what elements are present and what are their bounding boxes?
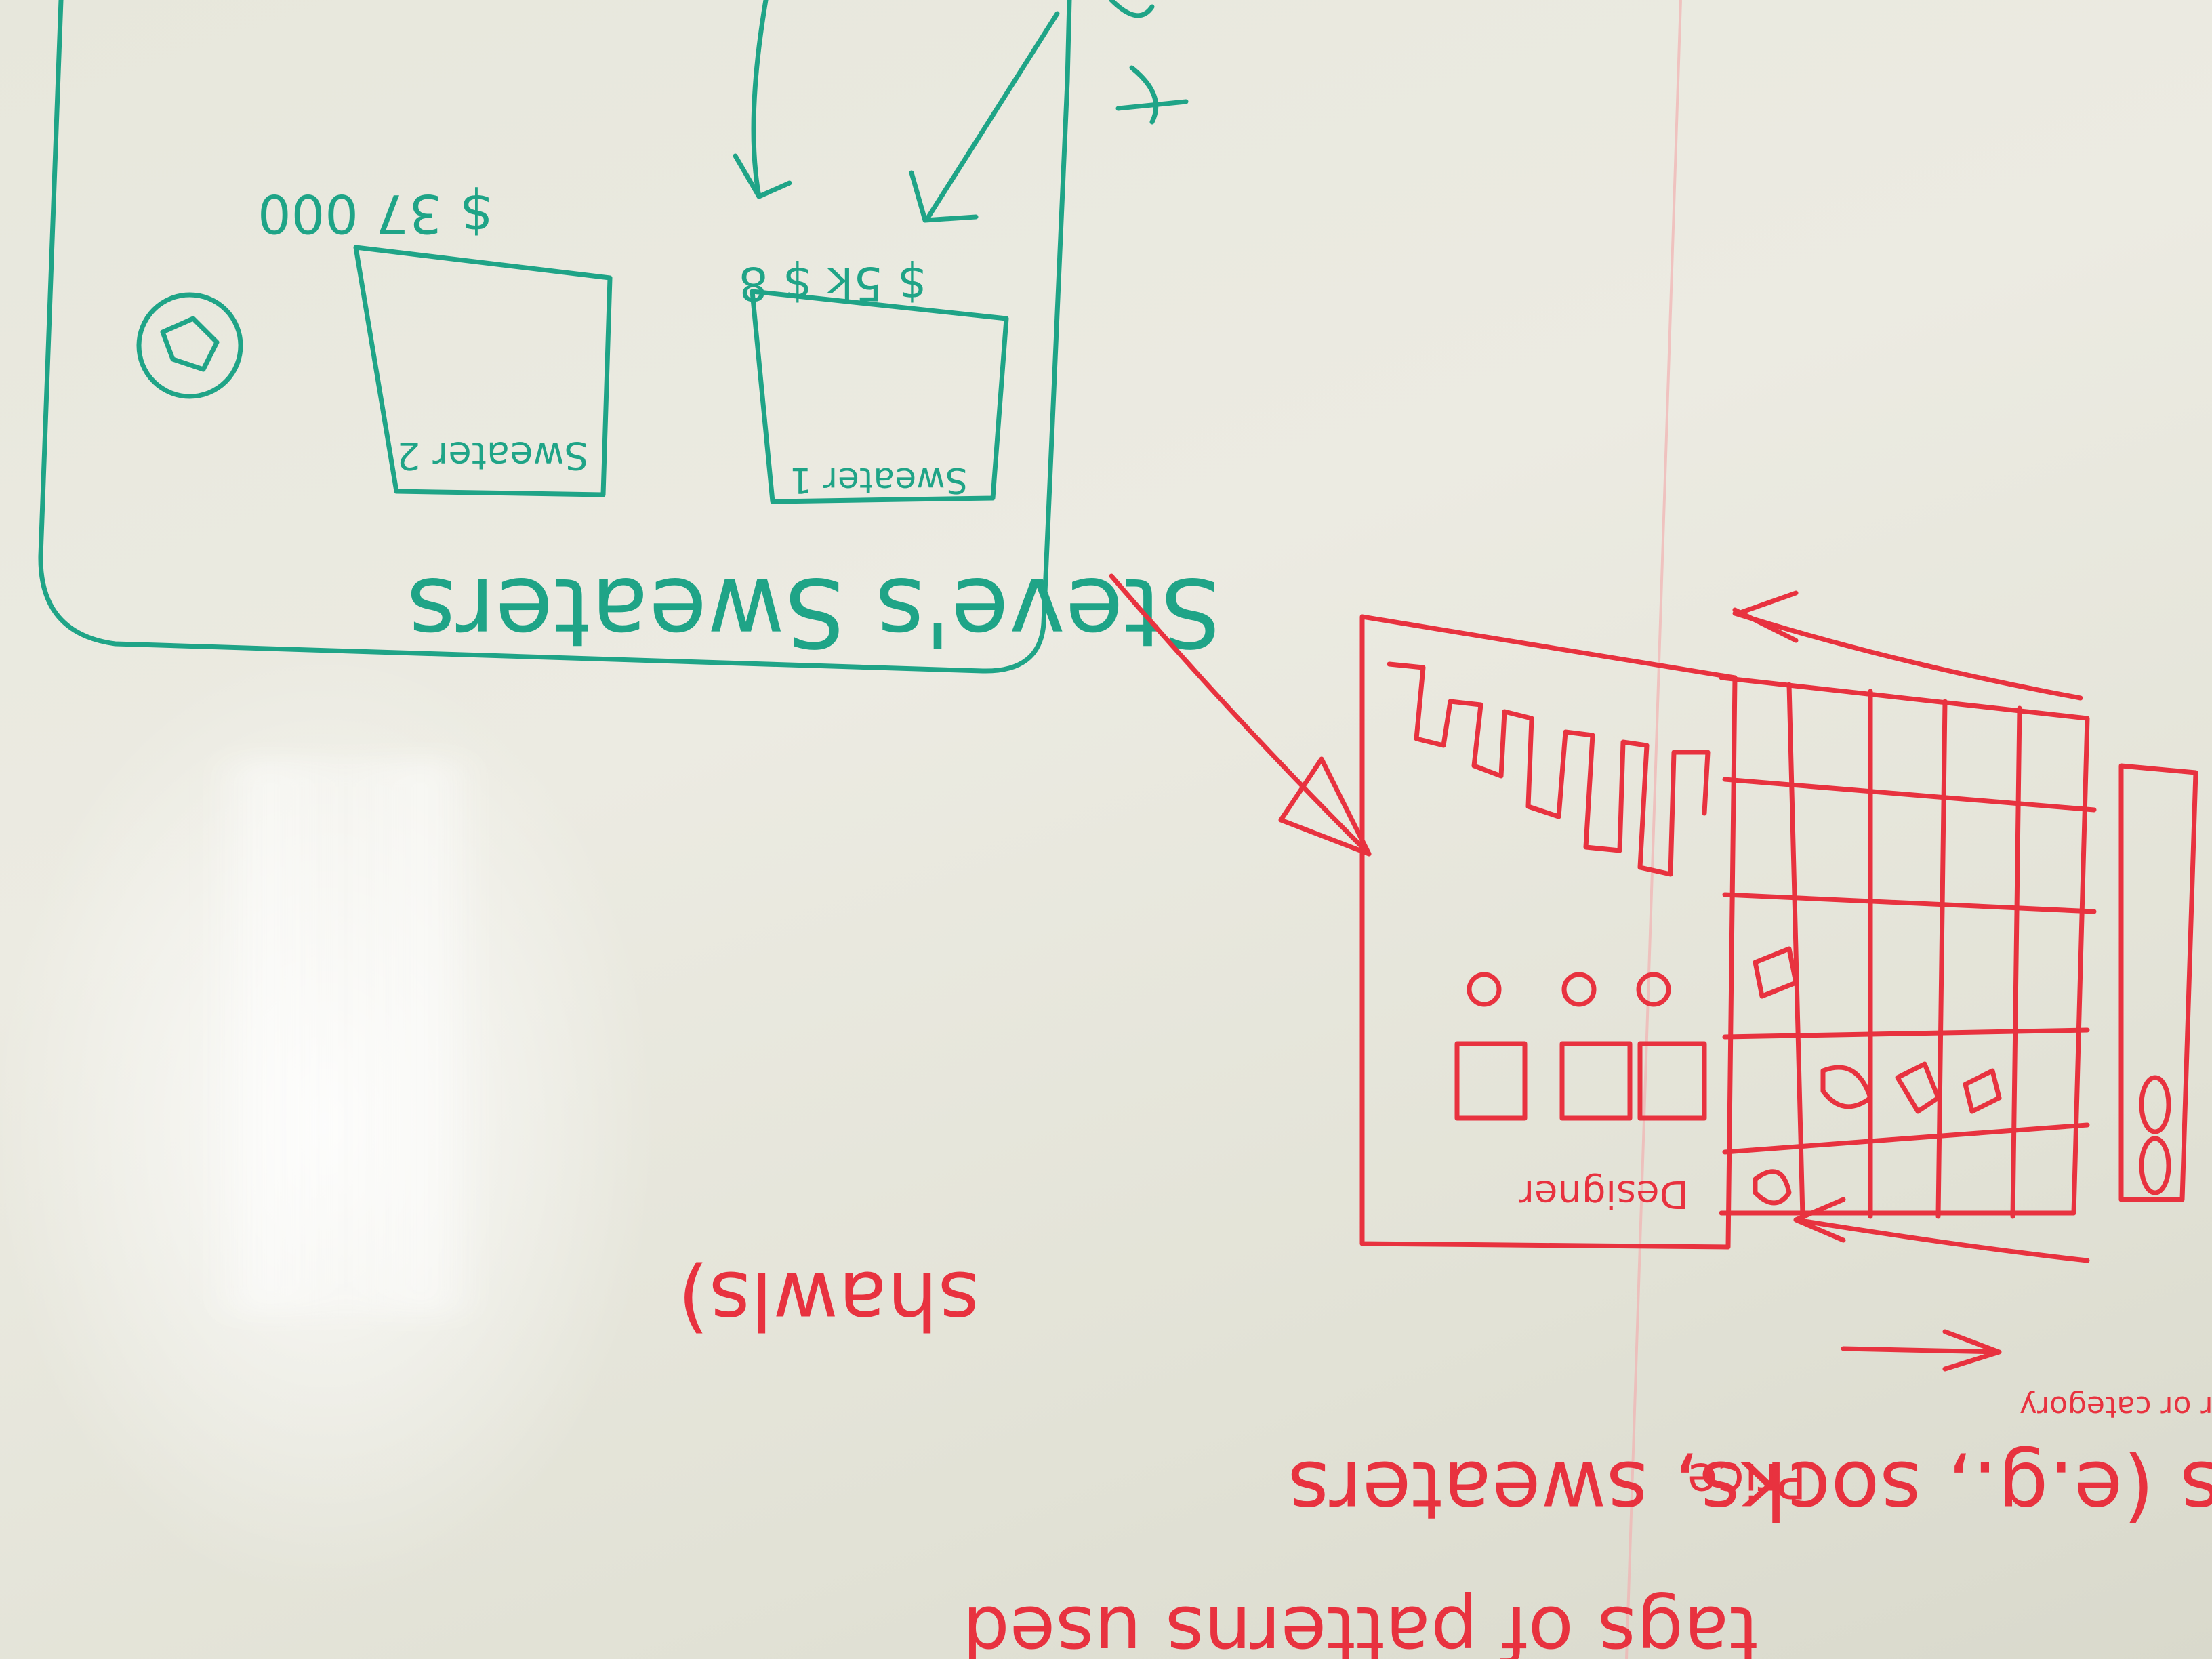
designer-label: Designer xyxy=(1518,1172,1689,1216)
red-scrollbar xyxy=(2118,763,2198,1202)
red-item-box-1 xyxy=(1454,1041,1528,1121)
red-grid-bottom-arrow xyxy=(1793,1197,2090,1263)
green-mockup-sketch xyxy=(38,0,1189,674)
green-star-circle xyxy=(136,292,243,399)
green-arrow-straight xyxy=(926,11,1060,220)
red-grid-outer xyxy=(1719,675,2090,1216)
green-frame xyxy=(38,0,1072,674)
red-grid-top-arrow xyxy=(1732,590,2083,701)
green-box-right xyxy=(750,289,1009,504)
green-squiggle xyxy=(1109,0,1189,125)
red-item-box-2 xyxy=(1559,1041,1633,1121)
tags-note: tags of patterns used xyxy=(962,1590,1759,1659)
price-note: Price xyxy=(1687,1452,1807,1509)
red-note-arrow xyxy=(1841,1329,2002,1372)
red-mockup-sketch xyxy=(1109,573,2198,1372)
red-header-tabs xyxy=(1387,661,1711,877)
red-pointer-arrow xyxy=(1109,573,1372,857)
red-text: Designer designer or category Price cate… xyxy=(678,1172,2212,1659)
green-arrow-curve xyxy=(751,0,769,199)
categories-note: categories (e.g., socks, sweaters xyxy=(1288,1443,2212,1537)
item-left-label: Sweater 2 xyxy=(396,433,588,477)
item-right-label: Sweater 1 xyxy=(790,459,968,500)
price-left-label: $ 37 000 xyxy=(258,182,493,243)
red-mockup-frame xyxy=(1359,614,1738,1250)
shawls-note: shawls) xyxy=(678,1254,979,1347)
shop-name-label: Steve's Sweaters xyxy=(407,556,1221,667)
red-item-box-3 xyxy=(1637,1041,1707,1121)
designer-or-category-note: designer or category xyxy=(2020,1389,2212,1424)
green-box-left xyxy=(353,245,613,497)
price-right-label: $ 5k $ 8 xyxy=(739,256,926,310)
window-reflection xyxy=(203,759,488,1315)
green-text: Steve's Sweaters $ 37 000 $ 5k $ 8 Sweat… xyxy=(258,182,1221,667)
